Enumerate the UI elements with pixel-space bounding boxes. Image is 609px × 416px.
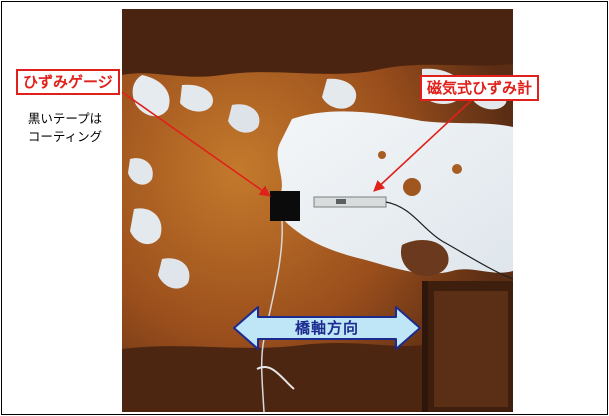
meter-lead-wire [385, 201, 513, 280]
rusted-steel-photo [122, 9, 513, 412]
tape-coating-note: 黒いテープは コーティング [10, 110, 120, 146]
tape-coating-note-line2: コーティング [27, 129, 103, 144]
bridge-axis-double-arrow [233, 306, 421, 350]
magnetic-strain-meter-device [313, 196, 387, 208]
black-tape-coating [270, 191, 300, 221]
bridge-axis-label: 橋軸方向 [294, 319, 359, 337]
magnetic-strain-meter-callout: 磁気式ひずみ計 [420, 75, 540, 101]
tape-coating-note-line1: 黒いテープは [27, 111, 103, 126]
strain-gauge-callout: ひずみゲージ [16, 69, 120, 95]
